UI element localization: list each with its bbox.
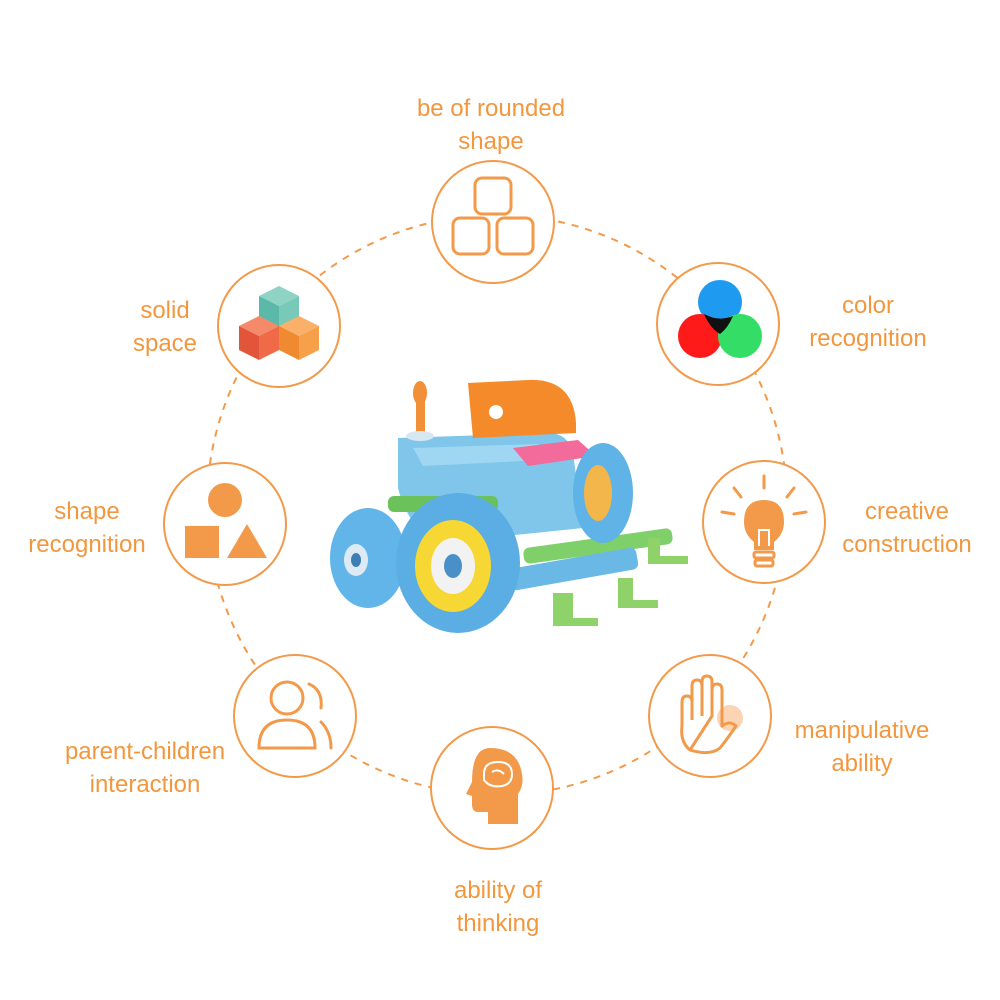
ability-of-thinking-label: ability of thinking <box>442 874 554 940</box>
label-line-1: creative <box>864 498 950 525</box>
color-circles-icon <box>678 280 762 358</box>
lightbulb-icon <box>720 474 808 568</box>
rounded-shape-label: be of rounded shape <box>405 92 577 158</box>
creative-construction-label: creative construction <box>836 495 978 561</box>
label-line-2: shape <box>458 128 524 155</box>
label-line-1: be of rounded <box>416 95 566 122</box>
creative-construction-node <box>702 460 826 584</box>
shapes-icon <box>185 483 267 558</box>
label-line-2: recognition <box>809 325 927 352</box>
rounded-shape-node <box>431 160 555 284</box>
label-line-2: interaction <box>89 771 201 798</box>
label-line-2: ability <box>831 750 893 777</box>
people-icon <box>257 680 333 750</box>
label-line-1: solid <box>140 297 190 324</box>
toy-car-icon <box>330 379 688 633</box>
label-line-2: thinking <box>456 910 540 937</box>
label-line-1: color <box>841 292 895 319</box>
manipulative-ability-node <box>648 654 772 778</box>
solid-space-label: solid space <box>124 294 206 360</box>
ability-of-thinking-node <box>430 726 554 850</box>
rounded-cubes-icon <box>451 176 535 256</box>
label-line-2: construction <box>842 531 972 558</box>
parent-children-label: parent-children interaction <box>52 735 238 801</box>
manipulative-ability-label: manipulative ability <box>784 714 940 780</box>
hand-icon <box>680 674 743 755</box>
label-line-1: shape <box>54 498 120 525</box>
label-line-1: parent-children <box>64 738 226 765</box>
label-line-2: space <box>132 330 198 357</box>
label-line-1: ability of <box>453 877 543 904</box>
color-recognition-label: color recognition <box>801 289 935 355</box>
label-line-1: manipulative <box>794 717 930 744</box>
brain-head-icon <box>466 748 523 824</box>
shape-recognition-node <box>163 462 287 586</box>
solid-space-node <box>217 264 341 388</box>
stacked-cubes-icon <box>239 286 319 360</box>
shape-recognition-label: shape recognition <box>20 495 154 561</box>
label-line-2: recognition <box>28 531 146 558</box>
parent-children-node <box>233 654 357 778</box>
color-recognition-node <box>656 262 780 386</box>
